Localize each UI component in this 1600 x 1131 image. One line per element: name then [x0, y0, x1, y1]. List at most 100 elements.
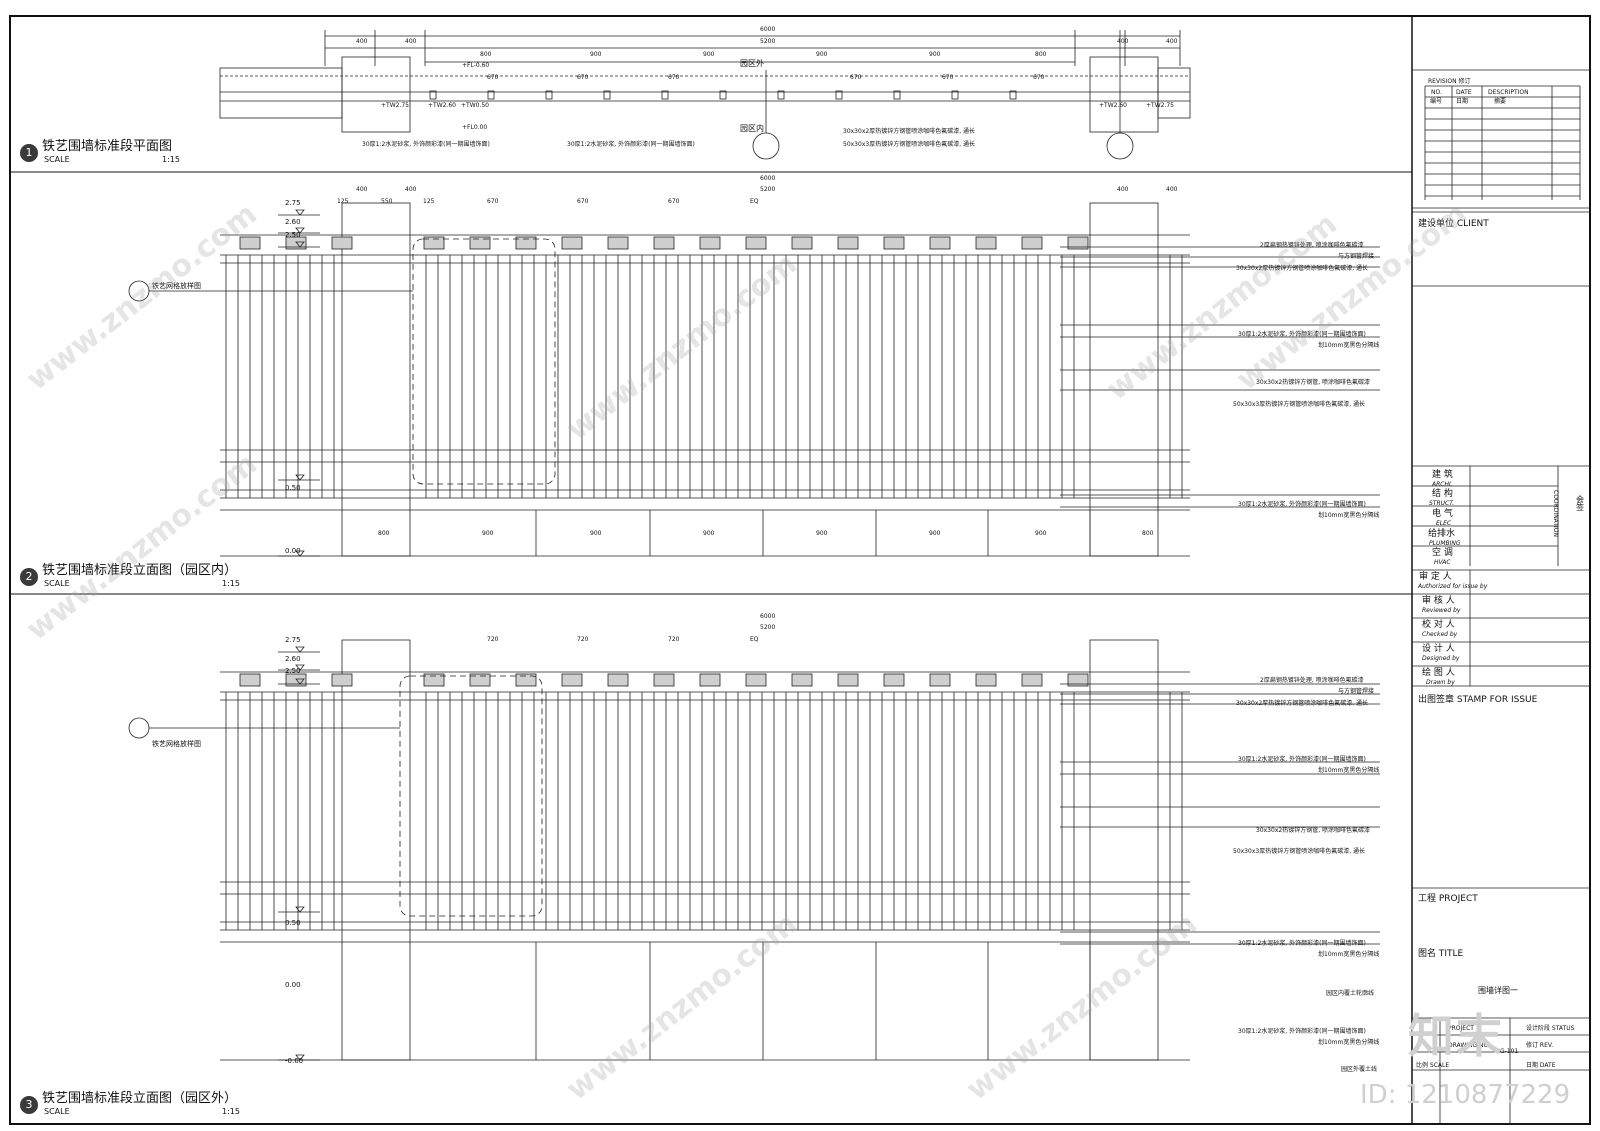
post-plan — [545, 90, 553, 100]
finial-block — [653, 673, 675, 687]
finial-block — [883, 673, 905, 687]
level-triangle — [295, 474, 305, 481]
elev-note: 30厚1:2水泥砂浆, 外饰颜彩漆(同一期围墙饰面) — [1238, 756, 1366, 763]
pier-left — [341, 56, 411, 133]
plan-dim-post: 670 — [942, 74, 954, 81]
level-triangle — [295, 227, 305, 234]
finial-block — [331, 236, 353, 250]
scale-label: SCALE — [44, 155, 70, 164]
level-mark: 2.60 — [285, 218, 301, 226]
scale-value: 1:15 — [222, 1107, 240, 1116]
plan-level: +TW0.50 — [461, 102, 489, 109]
signoff-role: 审 核 人 — [1422, 596, 1455, 606]
scale-label: SCALE — [44, 579, 70, 588]
level-triangle — [295, 241, 305, 248]
finial-block — [469, 673, 491, 687]
level-mark: -0.60 — [285, 1057, 304, 1065]
level-triangle — [295, 678, 305, 685]
finial-block — [331, 673, 353, 687]
elev-dim: 670 — [668, 198, 680, 205]
plan-note: 30厚1:2水泥砂浆, 外饰颜彩漆(同一期围墙饰面) — [567, 141, 695, 148]
finial-block — [699, 673, 721, 687]
elev-note: 30x30x2厚热镀锌方钢管喷涂咖啡色氟碳漆, 通长 — [1236, 700, 1369, 707]
coord-discipline-en: STRUCT. — [1429, 500, 1455, 507]
elev-note: 与方钢管焊接 — [1338, 253, 1375, 260]
finial-block — [1067, 673, 1089, 687]
finial-block — [883, 236, 905, 250]
elev-base-dim: 800 — [1142, 530, 1154, 537]
revision-col-header: DATE — [1456, 89, 1472, 96]
wall-left-end — [219, 67, 343, 119]
coord-discipline: 建 筑 — [1432, 470, 1453, 480]
plan-dim-bay: 900 — [816, 51, 828, 58]
level-mark: 0.50 — [285, 484, 301, 492]
plan-dim-bay: 900 — [590, 51, 602, 58]
plan-dim-post: 670 — [668, 74, 680, 81]
post-plan — [1009, 90, 1017, 100]
finial-block — [975, 673, 997, 687]
elev-dim: 125 — [337, 198, 349, 205]
drawing-title-value: 围墙详图一 — [1478, 986, 1518, 995]
view-number-badge: 1 — [20, 144, 38, 162]
section-marker — [1106, 132, 1134, 160]
elev-note: 30厚1:2水泥砂浆, 外饰颜彩漆(同一期围墙饰面) — [1238, 501, 1366, 508]
plan-level: +FL0.00 — [462, 124, 488, 131]
elev-note: 划10mm宽黑色分隔线 — [1318, 767, 1380, 774]
plan-level: +FL-0.60 — [462, 62, 490, 69]
finial-block — [975, 236, 997, 250]
coord-discipline: 给排水 — [1428, 529, 1456, 539]
elev-dim: 670 — [577, 198, 589, 205]
finial-block — [561, 236, 583, 250]
post-plan — [777, 90, 785, 100]
plan-dim-total: 6000 — [760, 26, 776, 33]
plan-level: +TW2.60 — [428, 102, 456, 109]
view-title: 铁艺围墙标准段平面图 — [42, 139, 173, 154]
elev-note: 园区内覆土轮廓线 — [1326, 990, 1375, 997]
level-mark: 2.75 — [285, 199, 301, 207]
plan-dim-post: 670 — [1033, 74, 1045, 81]
brand-id: ID: 1210877229 — [1360, 1080, 1571, 1110]
detail-callout-frame — [399, 675, 543, 917]
plan-note: 30厚1:2水泥砂浆, 外饰颜彩漆(同一期围墙饰面) — [362, 141, 490, 148]
level-triangle — [295, 664, 305, 671]
elev-base-dim: 900 — [816, 530, 828, 537]
elev-dim: EQ — [750, 636, 759, 643]
finial-block — [837, 236, 859, 250]
finial-block — [929, 673, 951, 687]
elev-base-dim: 900 — [1035, 530, 1047, 537]
coord-discipline: 结 构 — [1432, 489, 1453, 499]
post-plan — [835, 90, 843, 100]
plan-dim-bay: 900 — [703, 51, 715, 58]
signoff-role-en: Designed by — [1422, 655, 1460, 662]
revision-title: REVISION 修订 — [1428, 78, 1471, 85]
finial-block — [1021, 236, 1043, 250]
pier-right — [1089, 56, 1159, 133]
level-triangle — [295, 906, 305, 913]
elev-dim: 400 — [1117, 186, 1129, 193]
tb-field-value: BG-101 — [1496, 1048, 1519, 1055]
elev-note: 与方钢管焊接 — [1338, 688, 1375, 695]
level-triangle — [295, 209, 305, 216]
plan-level: +TW2.75 — [381, 102, 409, 109]
plan-dim-post: 670 — [487, 74, 499, 81]
coord-discipline-en: HVAC — [1434, 559, 1451, 566]
plan-dim-bay: 900 — [929, 51, 941, 58]
wall-right-end — [1157, 67, 1191, 119]
tb-field-label: 修订 REV. — [1526, 1042, 1554, 1049]
level-triangle — [295, 1054, 305, 1061]
elev-base-dim: 800 — [378, 530, 390, 537]
elev-note: 30厚1:2水泥砂浆, 外饰颜彩漆(同一期围墙饰面) — [1238, 940, 1366, 947]
coord-discipline: 空 调 — [1432, 548, 1453, 558]
elev-dim: 550 — [381, 198, 393, 205]
elev-note: 30x30x2厚热镀锌方钢管喷涂咖啡色氟碳漆, 通长 — [1236, 265, 1369, 272]
drawing-title-label: 图名 TITLE — [1418, 949, 1464, 959]
plan-dim-rail: 800 — [1035, 51, 1047, 58]
elev-note: 划10mm宽黑色分隔线 — [1318, 1039, 1380, 1046]
finial-block — [607, 673, 629, 687]
countersign-label: 会签 — [1576, 495, 1584, 512]
pier-left — [341, 202, 411, 557]
detail-ref-label: 铁艺网格放样图 — [152, 740, 201, 748]
elev-note: 50x30x3厚热镀锌方钢管喷涂咖啡色氟碳漆, 通长 — [1233, 401, 1366, 408]
